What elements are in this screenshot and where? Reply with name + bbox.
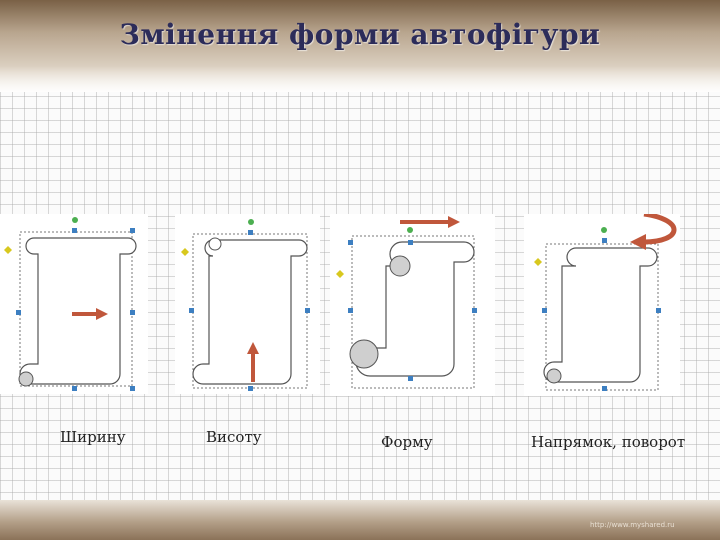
- header-fade: [0, 66, 720, 92]
- slide-footer: [0, 500, 720, 540]
- panel-rotation: [524, 214, 680, 396]
- watermark-text: http://www.myshared.ru: [590, 521, 675, 529]
- panel-shape: [330, 214, 495, 396]
- caption-height: Висоту: [206, 428, 262, 446]
- scroll-width-figure: [4, 217, 137, 391]
- scroll-shape-figure: [336, 216, 477, 389]
- slide-title: Змінення форми автофігури: [119, 18, 601, 51]
- caption-width: Ширину: [60, 428, 126, 446]
- panel-width: [0, 214, 148, 394]
- caption-shape: Форму: [381, 433, 433, 451]
- scroll-height-figure: [181, 219, 310, 391]
- scroll-rotation-figure: [534, 214, 677, 391]
- panel-height: [175, 214, 320, 394]
- caption-rotation: Напрямок, поворот: [531, 433, 686, 451]
